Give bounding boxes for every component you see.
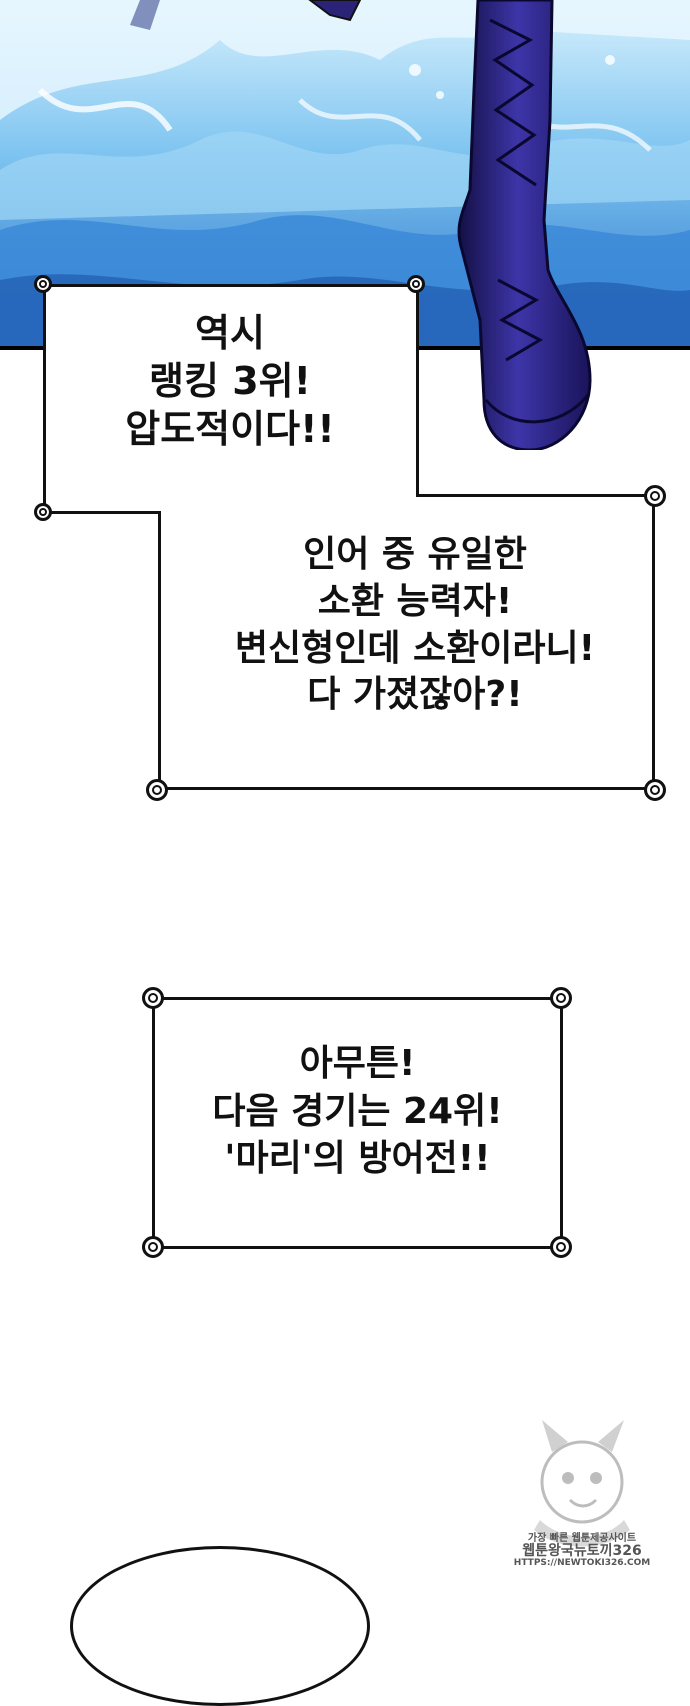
- caption-box-3: [152, 997, 563, 1249]
- caption-box-2-fill: [161, 497, 652, 787]
- caption-2-line: 소환 능력자!: [317, 580, 513, 622]
- caption-1-text: 역시 랭킹 3위! 압도적이다!!: [80, 310, 380, 454]
- caption-1-line: 압도적이다!!: [125, 406, 335, 451]
- caption-3-line: '마리'의 방어전!!: [224, 1138, 491, 1180]
- corner-dot: [142, 1236, 164, 1258]
- caption-box-1-bottom-edge: [43, 511, 161, 514]
- watermark-mascot-icon: [534, 1420, 630, 1547]
- corner-dot: [142, 987, 164, 1009]
- caption-box-1-step: [416, 284, 419, 494]
- caption-2-line: 인어 중 유일한: [303, 534, 527, 575]
- watermark-line: HTTPS://NEWTOKI326.COM: [513, 1558, 651, 1569]
- corner-dot: [644, 485, 666, 507]
- caption-3-text: 아무튼! 다음 경기는 24위! '마리'의 방어전!!: [160, 1040, 555, 1183]
- caption-3-line: 아무튼!: [299, 1043, 416, 1084]
- watermark-line: 웹툰왕국뉴토끼326: [522, 1543, 642, 1559]
- caption-2-line: 다 가졌잖아?!: [307, 674, 523, 716]
- corner-dot: [644, 779, 666, 801]
- corner-dot: [146, 779, 168, 801]
- boot-illustration: [457, 0, 592, 450]
- caption-3-line: 다음 경기는 24위!: [212, 1090, 503, 1132]
- corner-dot: [407, 275, 425, 293]
- watermark-text: 가장 빠른 웹툰제공사이트 웹툰왕국뉴토끼326 HTTPS://NEWTOKI…: [512, 1533, 652, 1569]
- corner-dot: [34, 275, 52, 293]
- caption-2-line: 변신형인데 소환이라니!: [234, 627, 596, 669]
- caption-box-1-fill: [46, 287, 416, 513]
- caption-1-line: 랭킹 3위!: [149, 358, 311, 403]
- caption-1-line: 역시: [195, 311, 265, 355]
- caption-2-text: 인어 중 유일한 소환 능력자! 변신형인데 소환이라니! 다 가졌잖아?!: [190, 532, 640, 719]
- corner-dot: [550, 987, 572, 1009]
- corner-dot: [34, 503, 52, 521]
- speech-bubble: [70, 1546, 370, 1706]
- corner-dot: [550, 1236, 572, 1258]
- watermark-line: 가장 빠른 웹툰제공사이트: [527, 1533, 637, 1544]
